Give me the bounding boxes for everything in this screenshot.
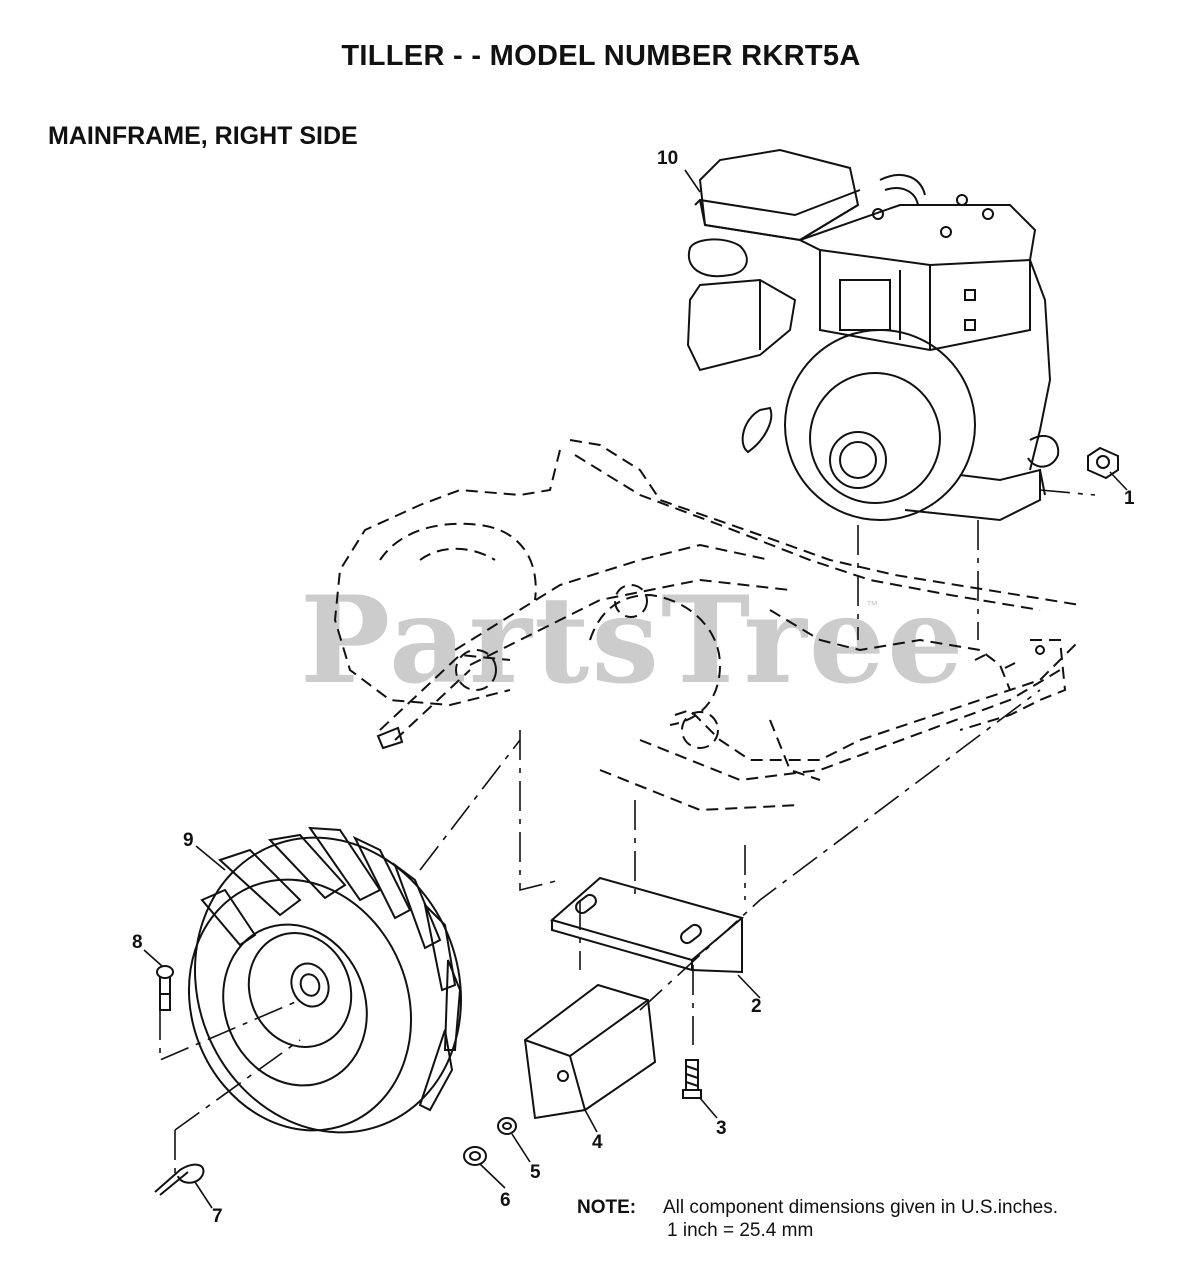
- note-line-1: All component dimensions given in U.S.in…: [663, 1197, 1058, 1218]
- bracket-part: [549, 876, 745, 974]
- callout-1: 1: [1124, 488, 1135, 509]
- bolt-part: [682, 1059, 702, 1099]
- diagram-subtitle: MAINFRAME, RIGHT SIDE: [48, 122, 358, 150]
- callout-6: 6: [500, 1190, 511, 1211]
- assembly-lines: [159, 489, 1096, 1180]
- callout-5: 5: [530, 1162, 541, 1183]
- hairpin-cotter-part: [154, 1163, 205, 1196]
- wheel-part: [187, 826, 462, 1134]
- callout-7: 7: [212, 1206, 223, 1227]
- frame-fasteners: [376, 645, 1045, 750]
- callout-10: 10: [657, 148, 679, 169]
- nut-part: [1087, 446, 1119, 480]
- callout-leaders: [143, 169, 1128, 1209]
- callout-2: 2: [751, 996, 762, 1017]
- callout-3: 3: [716, 1118, 727, 1139]
- callout-9: 9: [183, 830, 194, 851]
- note-label: NOTE:: [577, 1197, 637, 1218]
- engine-part: [686, 148, 1060, 522]
- washer-parts: [463, 1117, 517, 1166]
- mainframe-phantom: [333, 439, 1081, 812]
- weight-part: [523, 983, 657, 1120]
- callout-8: 8: [132, 932, 143, 953]
- dimension-note: NOTE: All component dimensions given in U…: [577, 1196, 1058, 1242]
- note-line-2: 1 inch = 25.4 mm: [667, 1220, 814, 1241]
- diagram-title: TILLER - - MODEL NUMBER RKRT5A: [341, 40, 861, 72]
- clevis-pin-part: [156, 965, 174, 1011]
- callout-4: 4: [592, 1132, 603, 1153]
- watermark-trademark: ™: [866, 598, 878, 612]
